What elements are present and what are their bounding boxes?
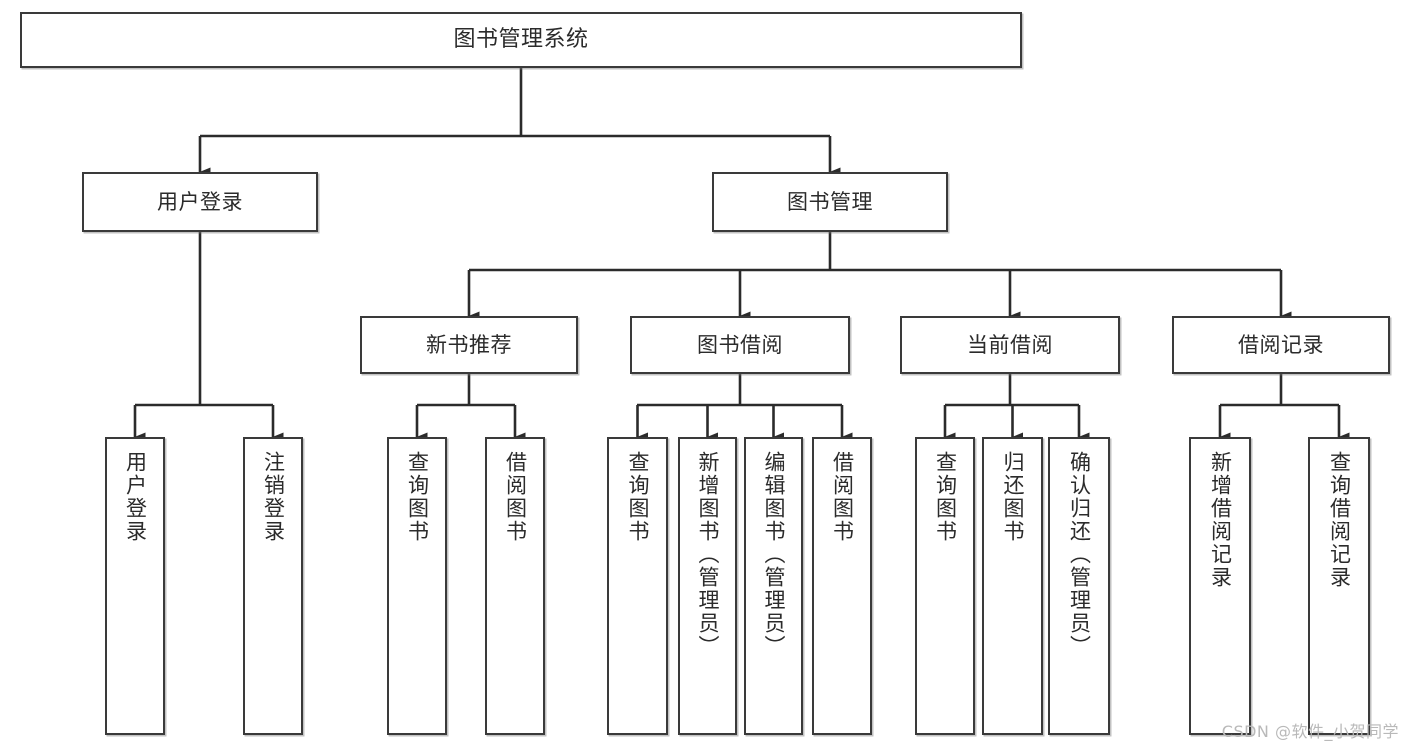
node-label: 用户登录 [157,189,243,214]
node-leaf-logout[interactable]: 注销登录 [243,437,303,735]
node-label: 借阅图书 [503,451,528,543]
node-label: 查询借阅记录 [1327,451,1352,589]
node-label: 图书管理系统 [453,27,589,53]
node-borrow-record[interactable]: 借阅记录 [1172,316,1390,374]
node-book-manage[interactable]: 图书管理 [712,172,948,232]
node-leaf-edit-book[interactable]: 编辑图书（管理员） [744,437,803,735]
node-root-图书管理系统[interactable]: 图书管理系统 [20,12,1022,68]
node-label: 当前借阅 [967,332,1053,357]
node-leaf-borrow-book[interactable]: 借阅图书 [812,437,872,735]
node-label: 图书管理 [787,189,873,214]
node-leaf-confirm-return[interactable]: 确认归还（管理员） [1048,437,1110,735]
node-label: 查询图书 [626,451,650,543]
node-label: 新增借阅记录 [1208,451,1233,589]
node-user-login[interactable]: 用户登录 [82,172,318,232]
node-current-borrow[interactable]: 当前借阅 [900,316,1120,374]
node-label: 借阅记录 [1238,332,1324,357]
node-leaf-return-book[interactable]: 归还图书 [982,437,1043,735]
node-label: 图书借阅 [697,332,783,357]
node-leaf-query-record[interactable]: 查询借阅记录 [1308,437,1370,735]
node-label: 用户登录 [123,451,148,543]
edges-group [133,68,1350,442]
node-label: 新书推荐 [426,332,512,357]
node-new-book-rec[interactable]: 新书推荐 [360,316,578,374]
node-leaf-query-book-rec[interactable]: 查询图书 [387,437,447,735]
csdn-watermark: CSDN @软件_小贺同学 [1221,722,1399,741]
node-label: 确认归还（管理员） [1067,451,1092,658]
node-leaf-query-book-cur[interactable]: 查询图书 [915,437,975,735]
node-leaf-borrow-book-rec[interactable]: 借阅图书 [485,437,545,735]
node-label: 查询图书 [933,451,958,543]
node-label: 新增图书（管理员） [696,451,720,658]
node-label: 注销登录 [261,451,286,543]
node-label: 归还图书 [1001,451,1025,543]
node-label: 查询图书 [405,451,430,543]
node-label: 借阅图书 [830,451,855,543]
node-leaf-add-book[interactable]: 新增图书（管理员） [678,437,737,735]
node-label: 编辑图书（管理员） [762,451,786,658]
node-book-borrow[interactable]: 图书借阅 [630,316,850,374]
node-leaf-query-book[interactable]: 查询图书 [607,437,668,735]
node-leaf-add-record[interactable]: 新增借阅记录 [1189,437,1251,735]
node-leaf-user-login[interactable]: 用户登录 [105,437,165,735]
